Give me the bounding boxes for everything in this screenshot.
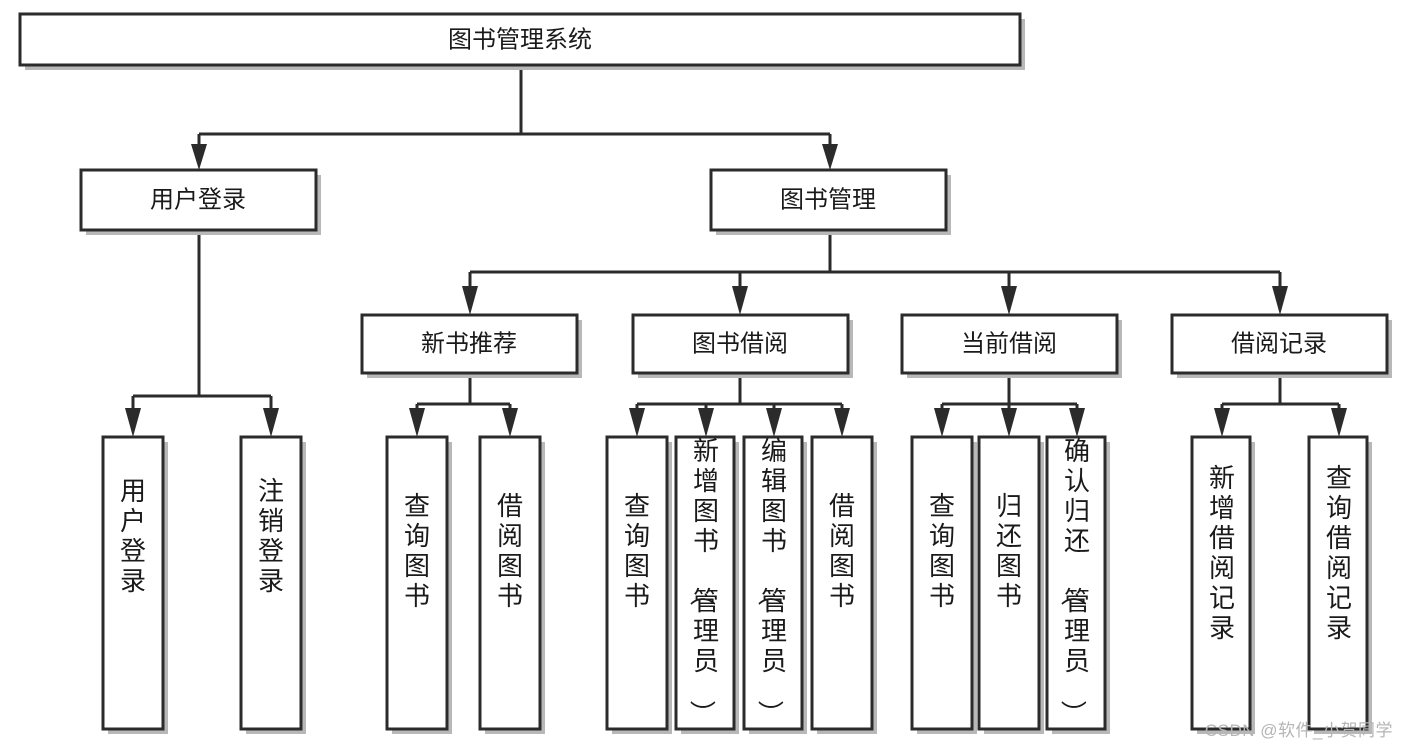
node-new-book-rec[interactable]: 新书推荐 [360,313,582,378]
arrow-head-book-borrow [732,286,748,315]
connector-layer [125,66,1347,437]
node-leaf-query-book-3-label: 查询图书 [929,491,955,611]
node-book-manage-label: 图书管理 [780,186,876,213]
node-current-borrow[interactable]: 当前借阅 [900,313,1122,378]
node-leaf-edit-book-admin[interactable]: 编辑图书（管理员） [742,435,807,734]
node-leaf-borrow-book-2[interactable]: 借阅图书 [810,435,877,734]
node-leaf-add-book-admin-box[interactable] [674,435,736,731]
arrow-head-leaf-add-book-admin [698,408,714,437]
node-leaf-logout-label: 注销登录 [258,476,284,596]
node-leaf-query-record-label: 查询借阅记录 [1326,463,1352,643]
arrow-head-leaf-borrow-book-2 [834,408,850,437]
arrow-head-book-manage [822,144,838,170]
node-borrow-record[interactable]: 借阅记录 [1170,313,1392,378]
node-leaf-add-record-label: 新增借阅记录 [1209,463,1235,643]
node-leaf-return-book-box[interactable] [977,435,1041,731]
arrow-head-leaf-user-login [125,408,141,437]
node-leaf-user-login-box[interactable] [101,435,165,731]
arrow-head-current-borrow [1001,286,1017,315]
node-leaf-add-record[interactable]: 新增借阅记录 [1190,435,1255,734]
node-leaf-borrow-book-2-box[interactable] [810,435,874,731]
node-leaf-return-book[interactable]: 归还图书 [977,435,1044,734]
arrow-head-borrow-record [1272,286,1288,315]
arrow-head-leaf-add-record [1214,408,1230,437]
node-leaf-user-login[interactable]: 用户登录 [101,435,168,734]
node-leaf-add-book-admin-label: 新增图书（管理员） [687,436,719,726]
node-leaf-query-book-3[interactable]: 查询图书 [910,435,977,734]
node-leaf-confirm-return-admin-label: 确认归还（管理员） [1058,436,1090,726]
arrow-head-leaf-query-book-1 [409,408,425,437]
node-leaf-confirm-return-admin[interactable]: 确认归还（管理员） [1045,435,1110,734]
node-leaf-edit-book-admin-label: 编辑图书（管理员） [755,436,787,726]
node-root-box[interactable] [18,12,1022,67]
arrow-head-user-login [191,144,207,170]
node-root[interactable]: 图书管理系统 [18,12,1025,70]
node-leaf-user-login-label: 用户登录 [120,476,146,596]
node-leaf-query-book-1-box[interactable] [385,435,449,731]
node-leaf-query-record-box[interactable] [1307,435,1369,731]
arrow-head-new-book-rec [462,286,478,315]
node-leaf-query-book-2-box[interactable] [605,435,669,731]
node-leaf-return-book-label: 归还图书 [996,491,1022,611]
node-book-borrow[interactable]: 图书借阅 [631,313,853,378]
arrow-head-leaf-query-book-2 [629,408,645,437]
node-leaf-query-record[interactable]: 查询借阅记录 [1307,435,1372,734]
node-leaf-logout-box[interactable] [239,435,303,731]
arrow-head-leaf-confirm-return [1069,408,1085,437]
node-leaf-edit-book-admin-box[interactable] [742,435,804,731]
arrow-head-leaf-query-book-3 [934,408,950,437]
node-user-login[interactable]: 用户登录 [79,168,321,235]
node-new-book-rec-box[interactable] [360,313,579,375]
node-leaf-confirm-return-admin-box[interactable] [1045,435,1107,731]
node-leaf-query-book-1-label: 查询图书 [404,491,430,611]
node-leaf-borrow-book-1[interactable]: 借阅图书 [478,435,545,734]
node-leaf-borrow-book-1-box[interactable] [478,435,542,731]
arrow-head-leaf-edit-book-admin [766,408,782,437]
node-leaf-query-book-2-label: 查询图书 [624,491,650,611]
arrow-head-leaf-return-book [1001,408,1017,437]
node-leaf-borrow-book-2-label: 借阅图书 [829,491,855,611]
node-leaf-query-book-2[interactable]: 查询图书 [605,435,672,734]
arrow-head-leaf-logout [263,408,279,437]
node-root-label: 图书管理系统 [448,26,592,53]
node-borrow-record-label: 借阅记录 [1231,330,1327,357]
node-leaf-query-book-1[interactable]: 查询图书 [385,435,452,734]
node-leaf-query-book-3-box[interactable] [910,435,974,731]
arrow-head-leaf-borrow-book-1 [502,408,518,437]
node-user-login-box[interactable] [79,168,318,232]
node-leaf-borrow-book-1-label: 借阅图书 [497,491,523,611]
node-book-borrow-label: 图书借阅 [692,330,788,357]
node-new-book-rec-label: 新书推荐 [421,330,517,357]
node-borrow-record-box[interactable] [1170,313,1389,375]
node-book-manage-box[interactable] [709,168,948,232]
arrow-head-leaf-query-record [1331,408,1347,437]
node-current-borrow-label: 当前借阅 [961,330,1057,357]
node-leaf-logout[interactable]: 注销登录 [239,435,306,734]
node-book-manage[interactable]: 图书管理 [709,168,951,235]
node-leaf-add-record-box[interactable] [1190,435,1252,731]
node-current-borrow-box[interactable] [900,313,1119,375]
node-book-borrow-box[interactable] [631,313,850,375]
node-user-login-label: 用户登录 [150,186,246,213]
node-leaf-add-book-admin[interactable]: 新增图书（管理员） [674,435,739,734]
